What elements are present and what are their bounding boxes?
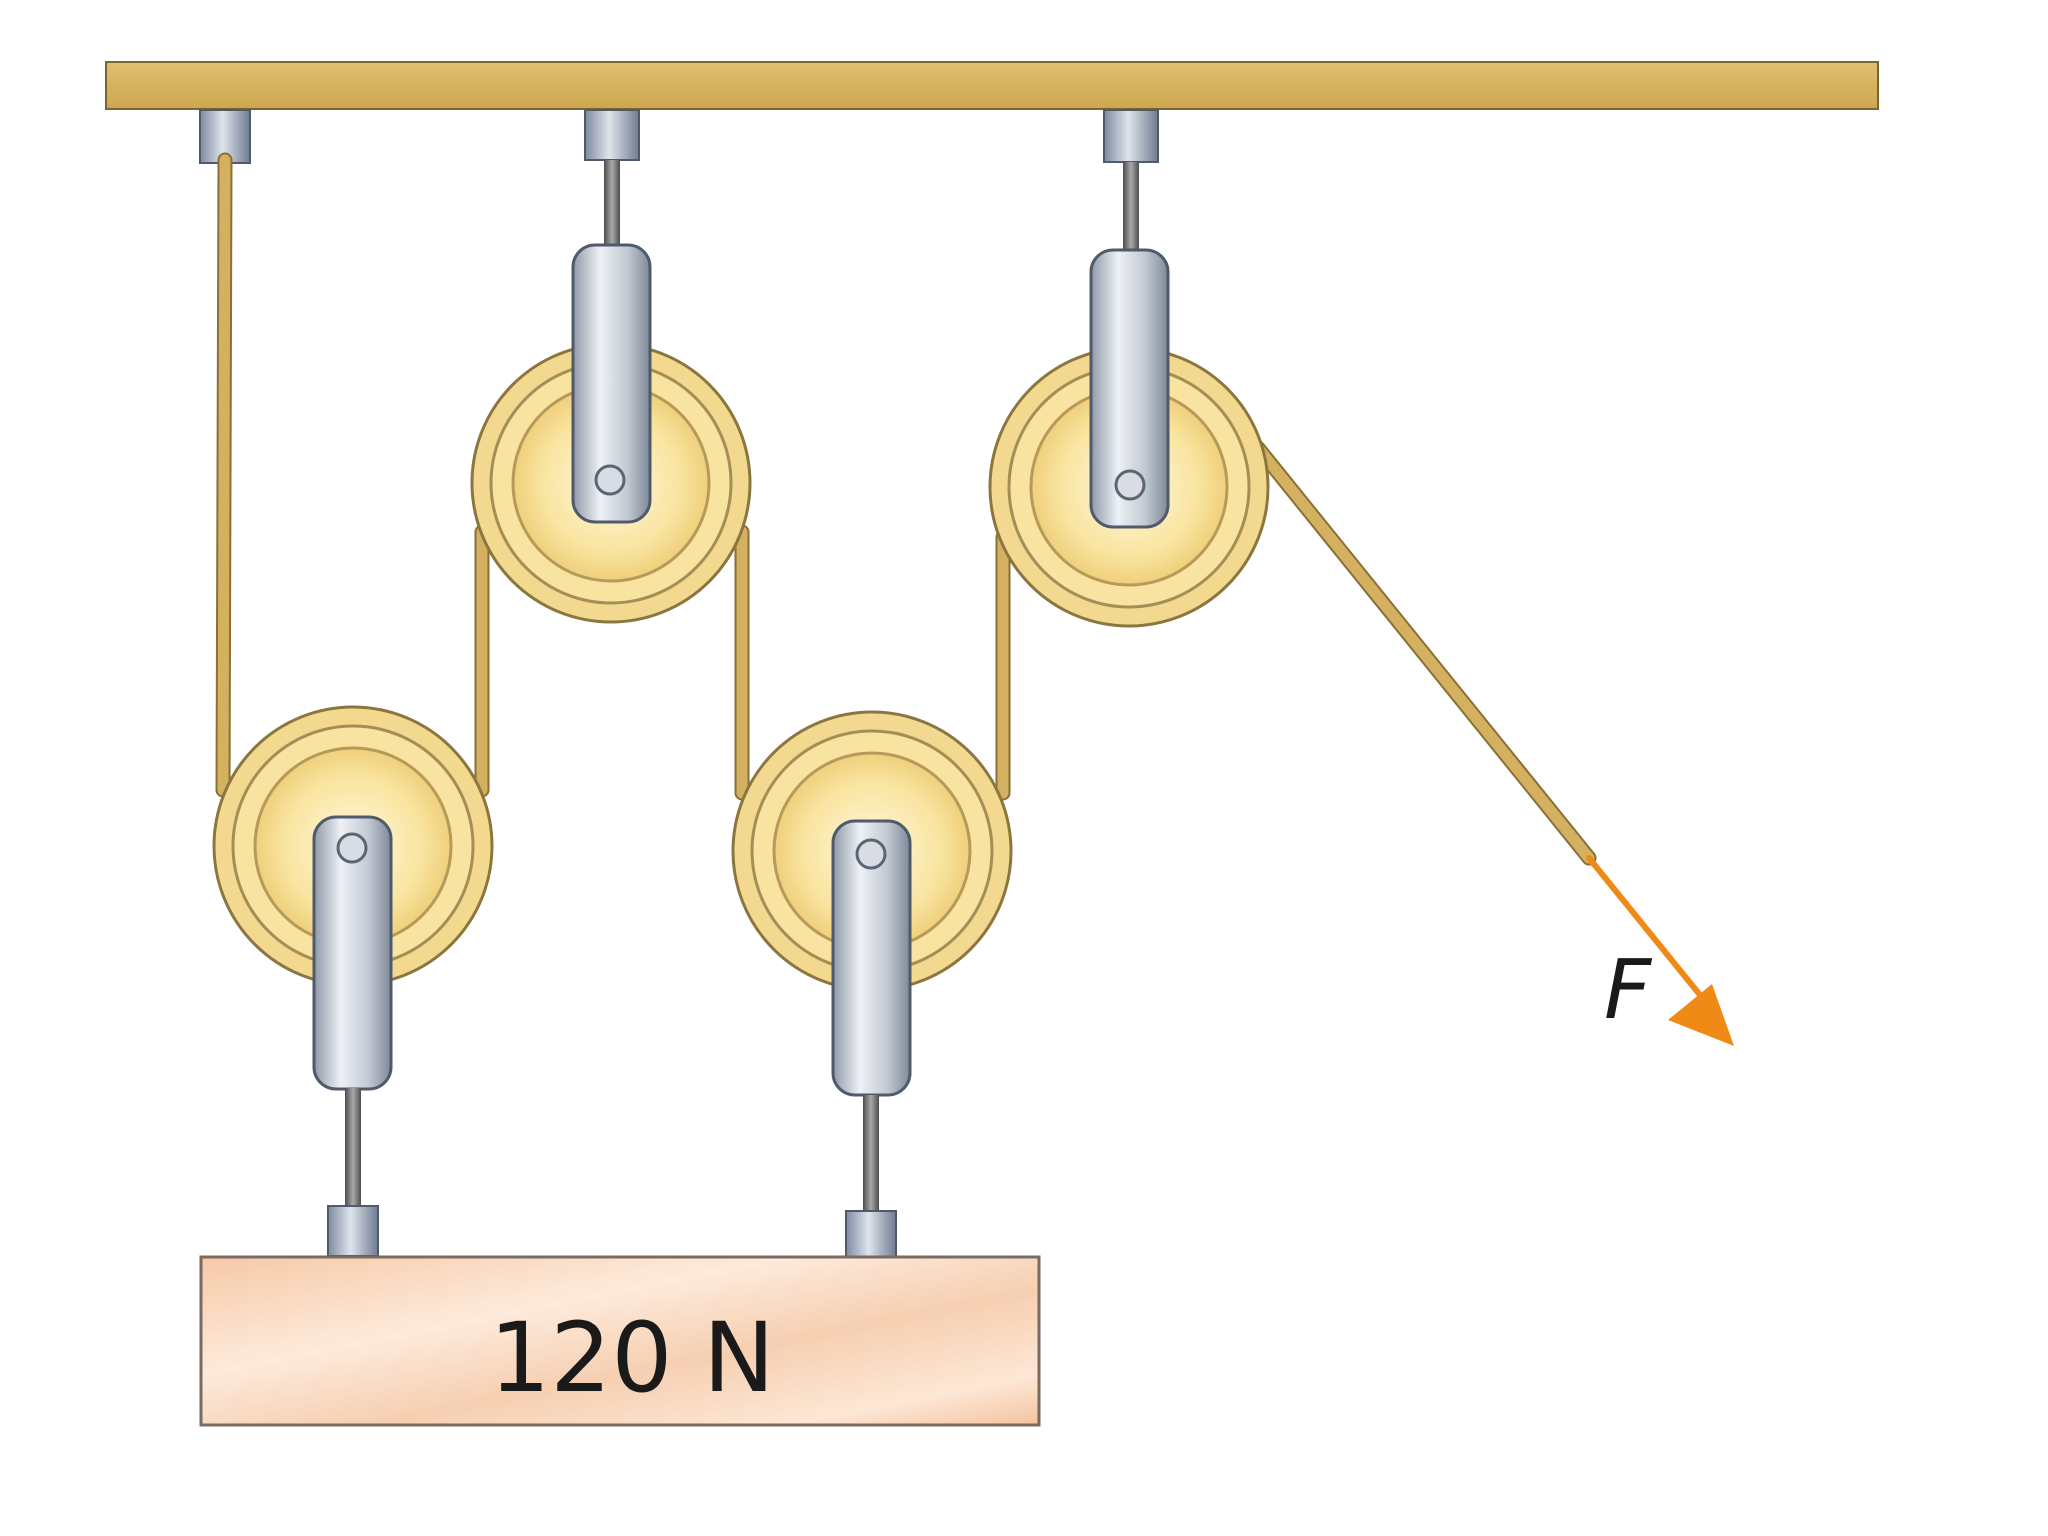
force-arrow: [1586, 855, 1734, 1046]
upper-pulley-right: [988, 248, 1270, 628]
upper-pulley-left: [470, 243, 752, 624]
rope: [215, 152, 1597, 866]
lower-pulley-left: [212, 705, 494, 1257]
load-block: 120 N: [199, 1255, 1041, 1427]
ceiling-beam: [105, 61, 1879, 110]
ceiling-mount-middle: [584, 109, 640, 250]
lower-pulley-right: [731, 710, 1013, 1259]
weight-label: 120 N: [489, 1302, 775, 1414]
force-label: F: [1604, 943, 1653, 1038]
ceiling-mount-right: [1103, 109, 1159, 252]
